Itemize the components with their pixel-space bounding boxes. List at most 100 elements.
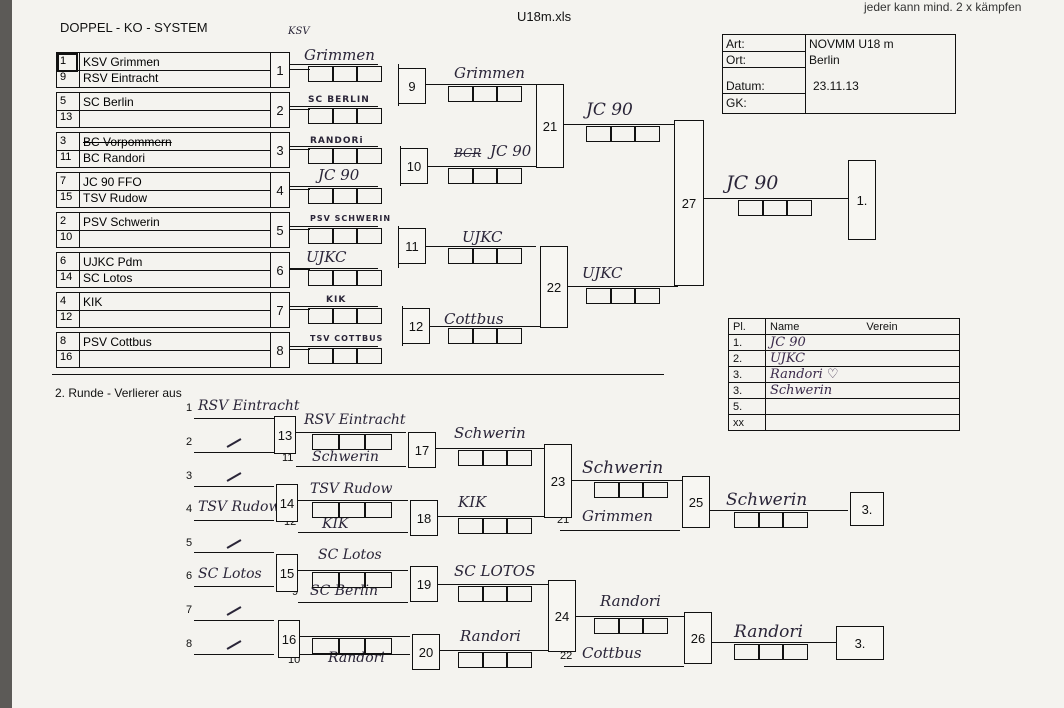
score-cell bbox=[312, 502, 340, 518]
m23-top: Schwerin bbox=[582, 458, 664, 478]
bracket-line bbox=[426, 246, 536, 248]
bracket-line bbox=[290, 106, 378, 108]
bracket-line bbox=[438, 516, 548, 518]
score-cell bbox=[312, 572, 340, 588]
score-cell bbox=[312, 434, 340, 450]
bracket-line bbox=[296, 432, 406, 434]
match-number-box: 23 bbox=[544, 444, 572, 518]
m3-winner: RANDORi bbox=[310, 136, 364, 146]
match-number-box: 15 bbox=[276, 554, 298, 592]
loser-entry-number: 6 bbox=[186, 570, 193, 582]
score-cell bbox=[332, 308, 358, 324]
bracket-line bbox=[194, 418, 274, 420]
m14-bot: KIK bbox=[322, 516, 349, 532]
score-cell bbox=[356, 270, 382, 286]
bracket-line bbox=[564, 666, 684, 668]
m5-winner: PSV SCHWERIN bbox=[310, 214, 392, 223]
match-number-box: 19 bbox=[410, 566, 438, 602]
loser-entry-number: 2 bbox=[186, 436, 193, 448]
bracket-line bbox=[298, 500, 408, 502]
score-cell bbox=[458, 450, 484, 466]
team-name: SC Berlin bbox=[83, 95, 134, 109]
score-cell bbox=[448, 248, 474, 264]
score-cell bbox=[308, 228, 334, 244]
score-cell bbox=[332, 148, 358, 164]
match-number-box: 3 bbox=[270, 132, 290, 168]
team-names: SC Berlin bbox=[83, 94, 134, 110]
loser-entry-number: 8 bbox=[186, 638, 193, 650]
bracket-line bbox=[428, 166, 538, 168]
seed-number: 13 bbox=[60, 111, 73, 123]
score-cell bbox=[338, 638, 366, 654]
bracket-line bbox=[290, 226, 378, 228]
m22-winner: UJKC bbox=[582, 264, 623, 282]
loser-entry-name: TSV Rudow bbox=[198, 499, 281, 515]
bracket-line bbox=[704, 198, 848, 200]
seed-number: 6 bbox=[60, 255, 67, 267]
match-number-box: 17 bbox=[408, 432, 436, 468]
score-cell bbox=[496, 86, 522, 102]
ort-label: Ort: bbox=[726, 53, 746, 67]
match-number-box: 6 bbox=[270, 252, 290, 288]
score-cell bbox=[762, 200, 788, 216]
loser-entry-number: 5 bbox=[186, 537, 193, 549]
rank-name: JC 90 bbox=[765, 334, 960, 351]
score-cell bbox=[618, 618, 644, 634]
bracket-line bbox=[398, 226, 400, 268]
score-cell bbox=[338, 502, 366, 518]
score-cell bbox=[634, 126, 660, 142]
bracket-line bbox=[290, 109, 310, 111]
rank-pl: 2. bbox=[728, 350, 766, 367]
m13-top: RSV Eintracht bbox=[304, 412, 406, 428]
score-cell bbox=[472, 86, 498, 102]
bracket-line bbox=[290, 186, 378, 188]
score-cell bbox=[308, 308, 334, 324]
match-number-box: 22 bbox=[540, 246, 568, 328]
score-cell bbox=[594, 482, 620, 498]
match-number-box: 20 bbox=[412, 634, 440, 670]
score-cell bbox=[782, 644, 808, 660]
seed-number: 8 bbox=[60, 335, 67, 347]
score-cell bbox=[618, 482, 644, 498]
bracket-line bbox=[194, 452, 274, 454]
match-number-box: 27 bbox=[674, 120, 704, 286]
score-cell bbox=[496, 168, 522, 184]
bracket-line bbox=[290, 306, 378, 308]
score-cell bbox=[308, 270, 334, 286]
team-name: RSV Eintracht bbox=[83, 71, 159, 85]
seed-number: 7 bbox=[60, 175, 67, 187]
bracket-line bbox=[194, 654, 274, 656]
score-cell bbox=[458, 652, 484, 668]
bracket-line bbox=[400, 146, 402, 186]
place-box: 3. bbox=[836, 626, 884, 660]
seed-number: 4 bbox=[60, 295, 67, 307]
rank-header-pl: Pl. bbox=[728, 318, 766, 335]
match-number-box: 21 bbox=[536, 84, 564, 168]
match-number-box: 2 bbox=[270, 92, 290, 128]
place-box: 1. bbox=[848, 160, 876, 240]
seed-number: 15 bbox=[60, 191, 73, 203]
bracket-line bbox=[290, 346, 378, 348]
m23-bot: Grimmen bbox=[582, 507, 653, 525]
match-number-box: 24 bbox=[548, 580, 576, 652]
m10-crossed: BCR bbox=[454, 146, 482, 160]
empty-slot-slash bbox=[226, 640, 242, 650]
score-cell bbox=[448, 86, 474, 102]
section-divider bbox=[52, 374, 664, 376]
score-cell bbox=[356, 308, 382, 324]
seed-number: 1 bbox=[60, 55, 67, 67]
m24-bot: Cottbus bbox=[582, 644, 642, 662]
team-names: PSV Cottbus bbox=[83, 334, 152, 350]
m21-winner: JC 90 bbox=[586, 100, 633, 120]
score-cell bbox=[482, 586, 508, 602]
score-cell bbox=[308, 188, 334, 204]
datum-label: Datum: bbox=[726, 79, 765, 93]
bracket-line bbox=[298, 602, 408, 604]
score-cell bbox=[332, 66, 358, 82]
